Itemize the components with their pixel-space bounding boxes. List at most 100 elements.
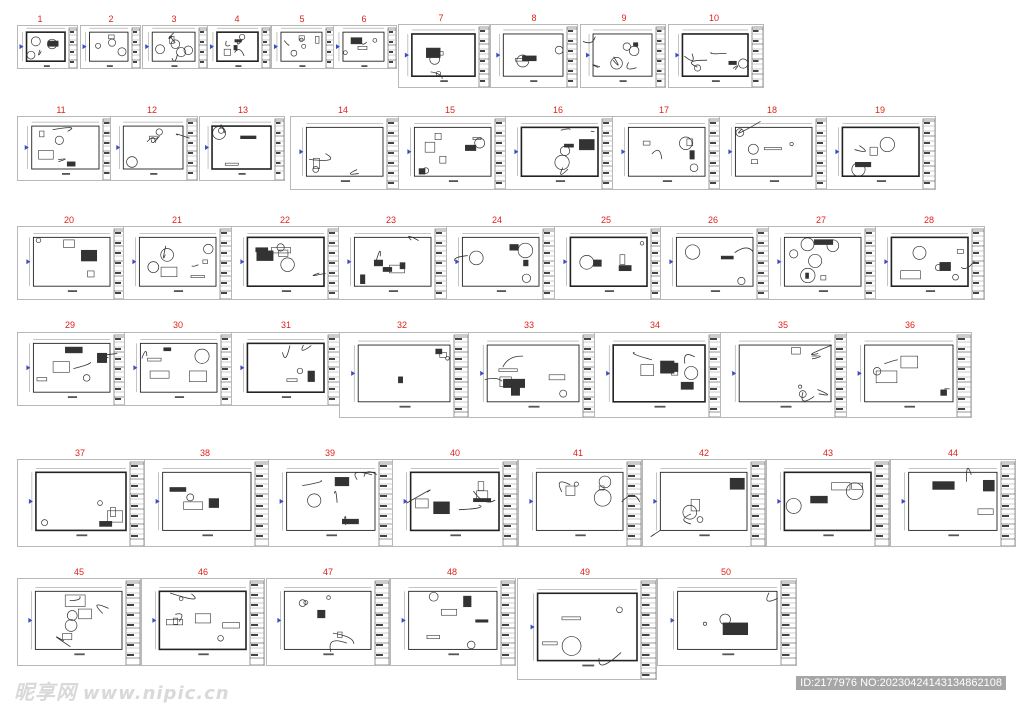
- wall-outline: [123, 126, 183, 169]
- fixture: [524, 260, 529, 266]
- drawing-sheet: [141, 578, 265, 666]
- floor-plan-drawing: [339, 227, 447, 299]
- title-block: [923, 119, 935, 189]
- fixture: [933, 482, 955, 490]
- drawing-sheet: [720, 332, 850, 418]
- entrance-marker: [280, 499, 284, 504]
- fixture: [40, 131, 44, 137]
- round-display: [313, 167, 319, 173]
- title-block: [199, 28, 207, 68]
- drawing-caption: [68, 396, 77, 398]
- entrance-marker: [156, 499, 160, 504]
- drawing-caption: [282, 396, 291, 398]
- entrance-marker: [606, 371, 610, 376]
- drawing-sheet: [231, 332, 341, 406]
- drawing-sheet: [446, 226, 556, 300]
- sheet-number: 40: [435, 448, 475, 458]
- curved-counter: [599, 652, 621, 665]
- entrance-marker: [621, 149, 625, 154]
- round-display: [738, 277, 745, 284]
- sheet-number: 26: [693, 215, 733, 225]
- sheet-number: 17: [644, 105, 684, 115]
- drawing-sheet: [199, 116, 285, 181]
- drawing-sheet: [338, 226, 448, 300]
- curved-counter: [142, 351, 147, 358]
- wall-outline: [343, 32, 384, 61]
- drawing-sheet: [333, 25, 397, 69]
- fixture: [53, 362, 69, 373]
- floor-plan-drawing: [658, 579, 796, 665]
- fixture: [852, 483, 863, 489]
- round-display: [685, 245, 699, 259]
- round-display: [171, 40, 180, 49]
- wall-outline: [613, 345, 705, 402]
- sheet-number: 29: [50, 320, 90, 330]
- fixture: [164, 348, 171, 351]
- drawing-caption: [326, 534, 337, 536]
- fixture: [257, 251, 273, 261]
- fixture: [730, 478, 744, 489]
- fixture: [318, 610, 325, 618]
- sheet-number: 13: [223, 105, 263, 115]
- entrance-marker: [514, 149, 518, 154]
- sheet-number: 21: [157, 215, 197, 225]
- sheet-number: 33: [509, 320, 549, 330]
- floor-plan-drawing: [111, 117, 197, 180]
- title-block: [781, 581, 796, 665]
- entrance-marker: [653, 499, 657, 504]
- floor-plan-drawing: [767, 460, 889, 546]
- curved-counter: [884, 360, 898, 364]
- floor-plan-drawing: [18, 333, 126, 405]
- entrance-marker: [586, 53, 590, 58]
- fixture: [88, 271, 94, 277]
- fixture: [723, 623, 748, 635]
- drawing-caption: [235, 65, 241, 67]
- floor-plan-drawing: [491, 25, 577, 87]
- sheet-number: 45: [59, 567, 99, 577]
- fixture: [593, 260, 601, 266]
- fixture: [564, 144, 573, 147]
- wall-outline: [32, 126, 99, 169]
- round-display: [790, 250, 798, 258]
- drawing-caption: [497, 290, 506, 292]
- round-display: [179, 597, 183, 601]
- round-display: [560, 146, 569, 155]
- floor-plan-drawing: [721, 333, 849, 417]
- drawing-sheet: [271, 25, 335, 69]
- round-display: [343, 51, 347, 55]
- floor-plan-drawing: [18, 117, 114, 180]
- entrance-marker: [671, 618, 675, 623]
- drawing-sheet: [612, 116, 722, 190]
- curved-counter: [70, 596, 80, 600]
- drawing-caption: [620, 80, 627, 82]
- curved-counter: [302, 481, 321, 486]
- drawing-sheet: [17, 459, 145, 547]
- fixture: [65, 347, 82, 353]
- image-id-label: ID:2177976 NO:20230424143134862108: [796, 676, 1006, 690]
- fixture: [691, 499, 699, 511]
- sheet-number: 15: [430, 105, 470, 115]
- round-display: [738, 59, 747, 68]
- round-display: [690, 164, 698, 172]
- sheet-number: 47: [308, 567, 348, 577]
- drawing-caption: [448, 653, 459, 655]
- floor-plan-drawing: [391, 579, 515, 665]
- round-display: [846, 483, 863, 500]
- drawing-sheet: [468, 332, 598, 418]
- fixture: [672, 363, 678, 371]
- drawing-caption: [819, 290, 828, 292]
- fixture: [941, 390, 947, 396]
- sheet-number: 48: [432, 567, 472, 577]
- entrance-marker: [28, 618, 32, 623]
- curved-counter: [812, 356, 821, 359]
- drawing-sheet: [17, 116, 115, 181]
- sheet-number: 11: [41, 105, 81, 115]
- entrance-marker: [858, 371, 862, 376]
- sheet-number: 22: [265, 215, 305, 225]
- title-block: [875, 462, 889, 546]
- fixture: [65, 595, 85, 606]
- fixture: [478, 482, 484, 491]
- fixture: [510, 244, 519, 250]
- floor-plan-drawing: [447, 227, 555, 299]
- sheet-number: 8: [514, 13, 554, 23]
